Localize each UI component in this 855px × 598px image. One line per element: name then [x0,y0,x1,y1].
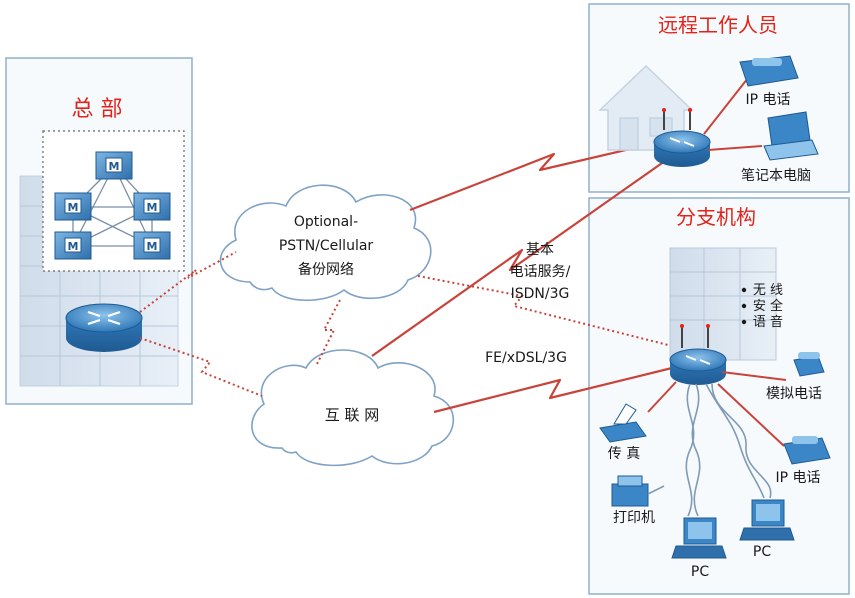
analog-phone-icon [793,352,825,377]
link-hq-to-internet [139,337,263,397]
remote-device-links [703,77,763,151]
svg-text:M: M [147,240,158,253]
svg-text:M: M [68,240,79,253]
pc-cables [685,383,772,517]
link-internet-to-remote [371,155,673,357]
hq-title: 总 部 [72,97,123,122]
feature-bullets [741,287,747,325]
branch-feature-voice: 语 音 [753,314,783,330]
branch-building-icon [669,247,777,361]
pc-icon [739,499,795,541]
laptop-icon [763,111,819,161]
core-switch-icon: M [54,231,92,260]
pc-icon [671,517,727,559]
dotted-links [139,251,673,397]
core-switch-icon: M [133,192,171,221]
backup-network-cloud [219,184,432,302]
links [371,140,673,414]
branch-device-links [647,371,787,447]
remote-worker-title: 远程工作人员 [658,13,778,37]
branch-feature-wireless: 无 线 [753,283,783,298]
fe-link-label: FE/xDSL/3G [485,350,567,366]
link-backup-to-internet [315,299,341,367]
internet-cloud [251,349,455,467]
laptop-label: 笔记本电脑 [741,168,811,184]
hq-router-icon [65,303,143,352]
fax-icon [599,403,647,443]
link-hq-to-backup [139,251,237,313]
link-internet-to-branch [433,366,673,414]
branch-feature-security: 安 全 [753,298,783,314]
backup-cloud-line-1: Optional- [294,214,358,230]
svg-text:M: M [68,201,79,214]
branch-router-icon [669,324,727,385]
core-switch-icon: M [54,192,92,221]
link-backup-to-branch [417,275,673,347]
link-backup-to-remote [409,140,661,212]
remote-router-icon [653,108,711,167]
analog-phone-label: 模拟电话 [766,386,822,402]
branch-ip-phone-label: IP 电话 [775,470,820,486]
printer-label: 打印机 [613,509,655,526]
backup-cloud-line-2: PSTN/Cellular [279,238,374,254]
basic-service-line-3: ISDN/3G [511,286,570,302]
svg-text:M: M [147,201,158,214]
fax-label: 传 真 [608,446,640,462]
ip-phone-icon [783,436,831,465]
printer-icon [611,475,665,507]
pc-label-right: PC [753,544,771,560]
remote-ip-phone-label: IP 电话 [745,92,790,108]
internet-cloud-label: 互 联 网 [325,406,380,424]
core-switch-icon: M [133,231,171,260]
core-switch-icon: M [95,151,133,180]
backup-cloud-line-3: 备份网络 [298,261,354,278]
svg-text:M: M [109,160,120,173]
ip-phone-icon [739,55,799,87]
basic-service-line-2: 电话服务/ [510,264,571,280]
house-icon [598,64,694,151]
pc-label-left: PC [691,564,709,580]
branch-title: 分支机构 [676,205,756,229]
basic-service-line-1: 基本 [526,241,554,258]
